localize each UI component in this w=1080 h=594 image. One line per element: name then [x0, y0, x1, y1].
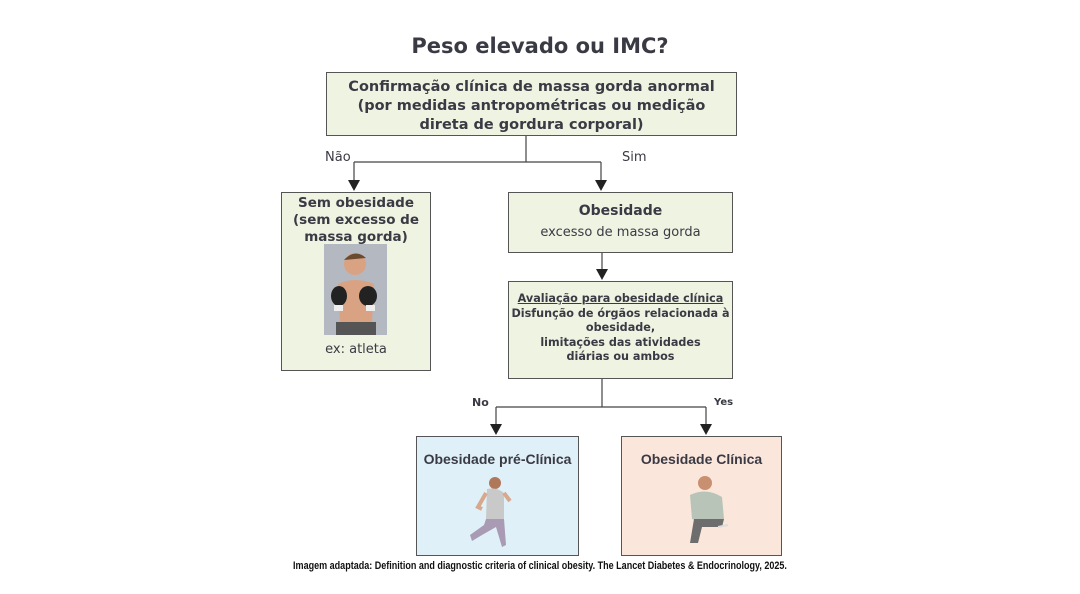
- athlete-image: [324, 244, 387, 335]
- top-line3: direta de gordura corporal): [419, 117, 644, 133]
- obesity-title: Obesidade: [578, 203, 663, 219]
- clinical-title: Obesidade Clínica: [640, 451, 763, 467]
- preclinical-box: Obesidade pré-Clínica: [416, 436, 579, 556]
- evaluation-line3: limitações das atividades: [540, 335, 701, 349]
- obesity-box: Obesidade excesso de massa gorda: [508, 192, 733, 253]
- no-obesity-line2: (sem excesso de: [292, 212, 419, 228]
- evaluation-line1: Disfunção de órgãos relacionada à: [511, 306, 730, 320]
- branch2-yes-label: Yes: [714, 397, 734, 408]
- no-obesity-line1: Sem obesidade: [298, 195, 414, 211]
- image-caption: Imagem adaptada: Definition and diagnost…: [293, 560, 787, 572]
- clinical-box: Obesidade Clínica: [621, 436, 782, 556]
- clinical-confirmation-box: Confirmação clínica de massa gorda anorm…: [326, 72, 737, 136]
- branch-no-label: Não: [325, 150, 351, 165]
- branch-yes-label: Sim: [622, 150, 647, 165]
- branch2-no-label: No: [472, 396, 489, 409]
- runner-image: [470, 477, 512, 547]
- no-obesity-box: Sem obesidade (sem excesso de massa gord…: [281, 192, 431, 371]
- arrow-icon: [490, 424, 502, 435]
- seated-man-image: [690, 476, 729, 543]
- no-obesity-line3: massa gorda): [304, 229, 408, 245]
- diagram-title: Peso elevado ou IMC?: [411, 34, 669, 58]
- preclinical-title: Obesidade pré-Clínica: [423, 451, 572, 467]
- connector-bottom: [495, 378, 707, 426]
- evaluation-title: Avaliação para obesidade clínica: [517, 292, 724, 305]
- evaluation-line2: obesidade,: [585, 321, 656, 334]
- connector-top: [353, 135, 602, 182]
- evaluation-box: Avaliação para obesidade clínica Disfunç…: [508, 281, 733, 379]
- top-line2: (por medidas antropométricas ou medição: [357, 98, 706, 114]
- arrow-icon: [596, 269, 608, 280]
- arrow-icon: [595, 180, 607, 191]
- top-line1: Confirmação clínica de massa gorda anorm…: [348, 79, 715, 95]
- obesity-subtitle: excesso de massa gorda: [540, 225, 701, 240]
- example-label: ex: atleta: [325, 342, 387, 357]
- evaluation-line4: diárias ou ambos: [566, 350, 675, 363]
- arrow-icon: [348, 180, 360, 191]
- arrow-icon: [700, 424, 712, 435]
